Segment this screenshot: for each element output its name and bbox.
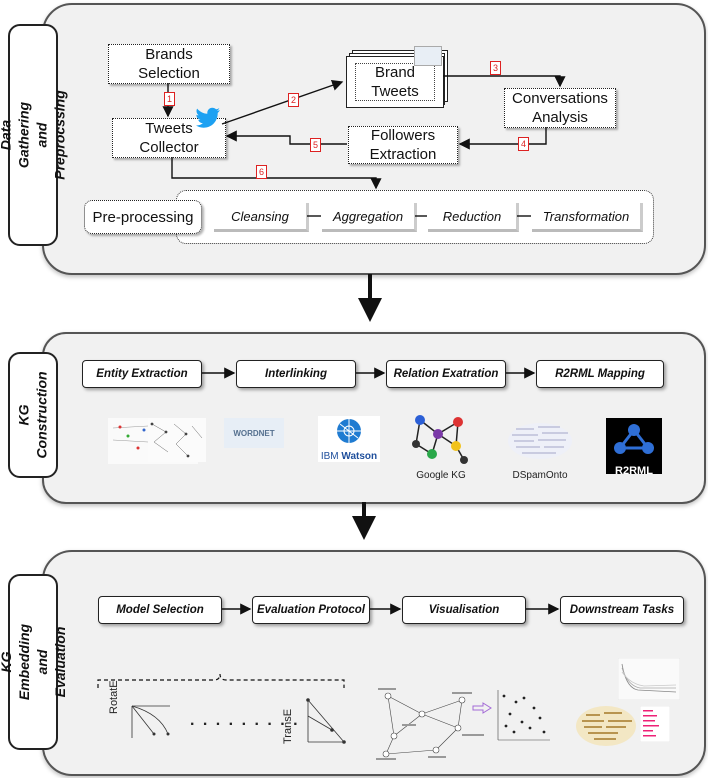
step-cleansing: Cleansing [214,203,309,232]
tweet-thumbnail [414,46,442,66]
r2rml-logo: R2RML [606,418,662,477]
kg-construction-label: KG Construction [8,352,58,478]
dspamonto-ontology-thumbnail [508,423,572,459]
step-transformation: Transformation [532,203,643,232]
preprocessing-box: Pre-processing [84,200,202,234]
evaluation-protocol-box: Evaluation Protocol [252,596,370,624]
knowledge-graph-sketch [376,688,484,760]
tweets-collector-box: Tweets Collector [112,118,226,158]
step-aggregation: Aggregation [322,203,417,232]
brands-selection-box: Brands Selection [108,44,230,84]
r2rml-mapping-box: R2RML Mapping [536,360,664,388]
entity-extraction-box: Entity Extraction [82,360,202,388]
watson-globe-icon [337,419,361,443]
purple-arrow-icon [472,702,492,714]
conversations-analysis-box: Conversations Analysis [504,88,616,128]
arrow-number-2: 2 [288,93,299,107]
downstream-tasks-box: Downstream Tasks [560,596,684,624]
google-kg-graph-icon [412,415,468,464]
r2rml-graph-icon [614,424,654,454]
arrow-number-6: 6 [256,165,267,179]
arrow-number-3: 3 [490,61,501,75]
visualisation-box: Visualisation [402,596,526,624]
interlinking-thumbnail [148,418,206,462]
relation-extraction-box: Relation Exatration [386,360,506,388]
google-kg-caption: Google KG [416,470,466,481]
word-cloud-thumbnail [576,706,636,746]
table-thumbnail [640,706,670,742]
interlinking-box: Interlinking [236,360,356,388]
arrow-number-5: 5 [310,138,321,152]
kg-embedding-label: KG Embedding and Evaluation [0,574,68,750]
wordnet-logo: WORDNET [224,418,284,448]
arrow-number-1: 1 [164,92,175,106]
ibm-watson-logo: IBM Watson [318,416,380,462]
twitter-icon [196,107,220,128]
arrow-number-4: 4 [518,137,529,151]
model-selection-box: Model Selection [98,596,222,624]
data-gathering-label: Data Gathering and Preprocssing [0,24,68,246]
transe-diagram [306,698,346,744]
rotate-diagram [131,705,170,738]
step-reduction: Reduction [428,203,519,232]
ellipsis-dots: . . . . . . . . . [190,712,300,729]
dspamonto-caption: DSpamOnto [512,470,568,481]
followers-extraction-box: Followers Extraction [348,126,458,164]
scatter-plot-thumbnail [497,690,550,741]
line-chart-thumbnail [618,658,680,700]
